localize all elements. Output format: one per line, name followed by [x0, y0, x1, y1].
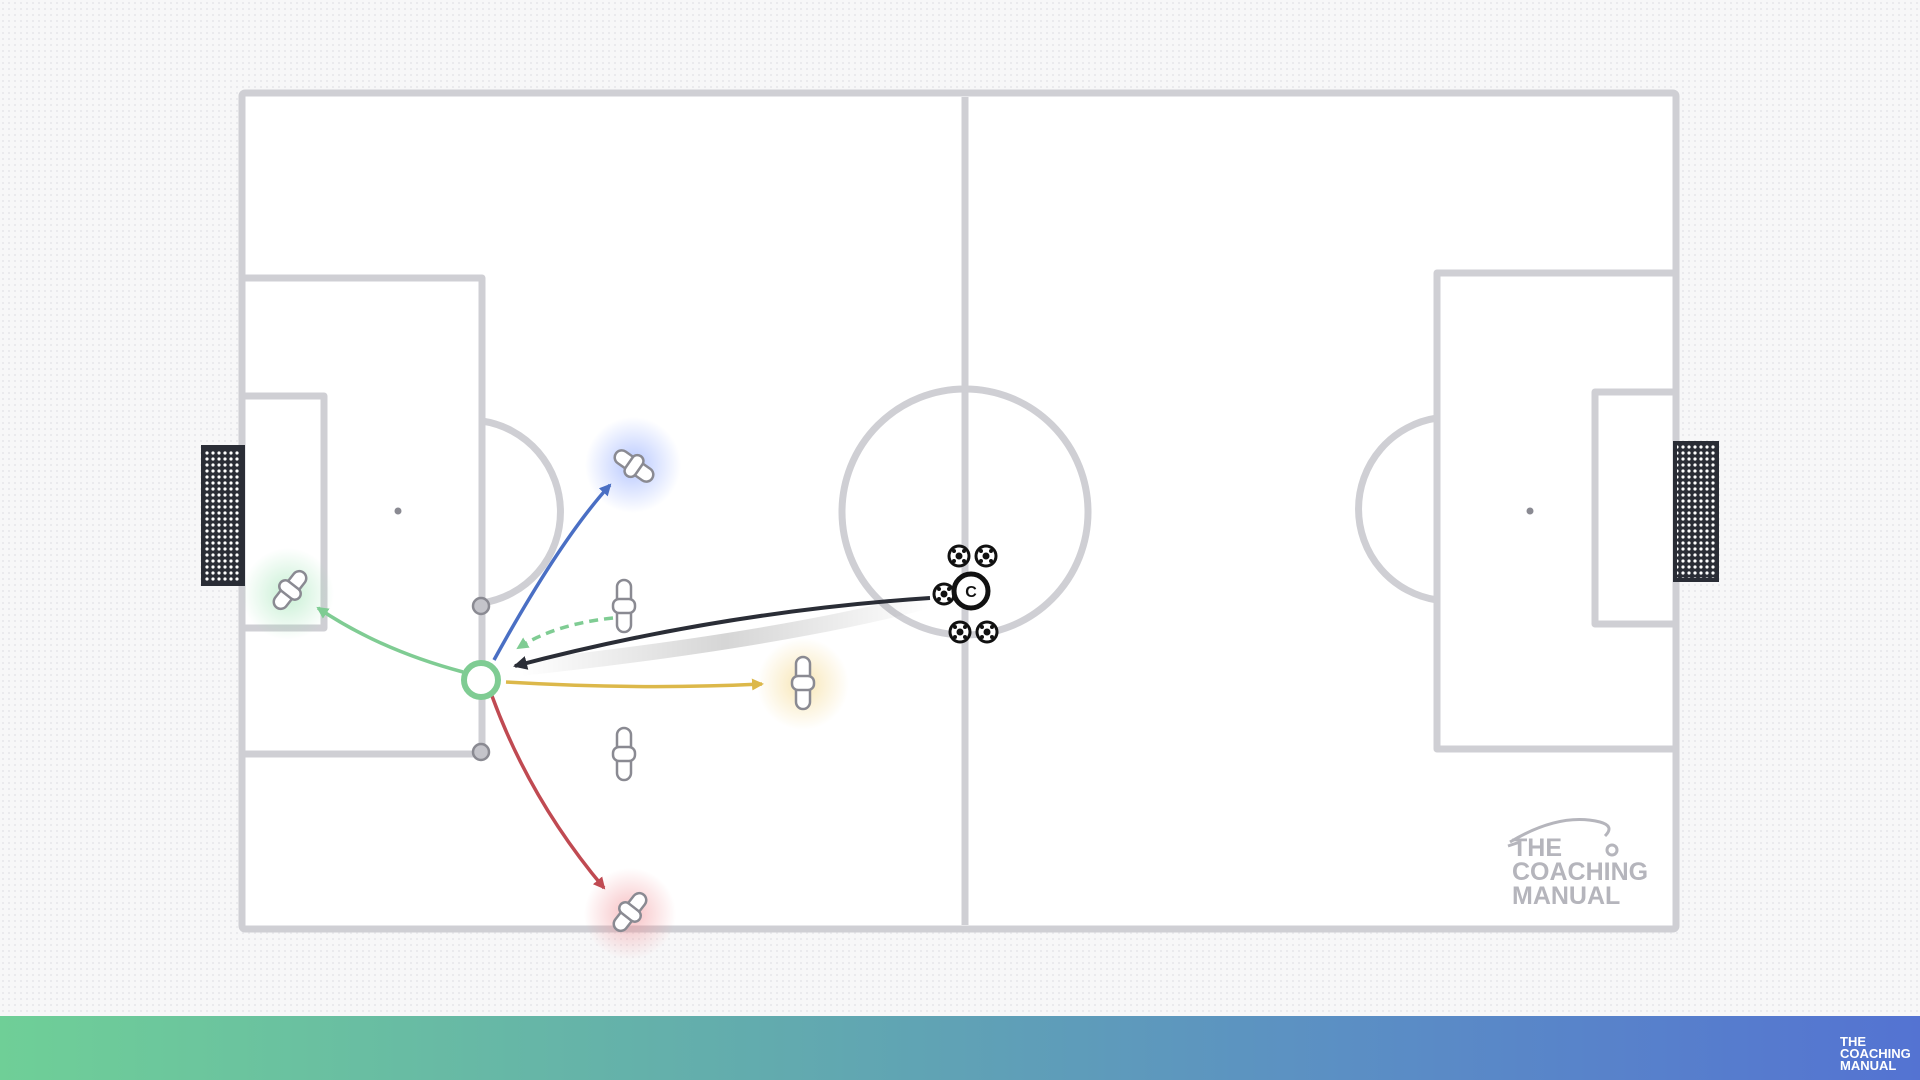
player-blue — [613, 449, 655, 483]
pass-arrow-green — [316, 606, 464, 674]
footer-gradient-bar: THE COACHING MANUAL — [0, 1016, 1920, 1080]
footer-logo-line-3: MANUAL — [1840, 1058, 1897, 1073]
ball — [932, 582, 956, 606]
pass-arrow-dark — [513, 596, 931, 670]
right-goal — [1673, 441, 1719, 582]
defender-top — [611, 578, 637, 634]
defender-bottom — [611, 726, 637, 782]
pass-arrow-red — [490, 695, 606, 890]
ball — [948, 620, 972, 644]
left-penalty-box — [245, 274, 486, 758]
pitch-surface — [242, 93, 1676, 929]
right-goal-box — [1591, 388, 1673, 628]
left-penalty-spot — [394, 507, 402, 515]
coach-marker: C — [951, 571, 991, 611]
right-penalty-spot — [1526, 507, 1534, 515]
brand-logo-line-3: MANUAL — [1512, 882, 1620, 910]
pass-arrow-blue — [492, 483, 612, 661]
footer-logo-line-1: THE — [1840, 1034, 1866, 1049]
left-penalty-arc — [481, 417, 564, 607]
player-green — [272, 569, 308, 611]
cone-top — [471, 596, 491, 616]
pass-arrow-yellow — [505, 678, 764, 691]
receiving-player — [461, 660, 501, 700]
cone-bottom — [471, 742, 491, 762]
ball — [947, 544, 971, 568]
brand-logo-line-2: COACHING — [1512, 858, 1648, 886]
right-penalty-arc — [1355, 414, 1438, 604]
footer-logo: THE COACHING MANUAL — [1830, 1024, 1911, 1076]
right-penalty-box — [1433, 269, 1673, 753]
coach-label: C — [965, 584, 977, 601]
brand-logo: THE COACHING MANUAL — [1507, 818, 1648, 910]
brand-logo-line-1: THE — [1512, 834, 1562, 862]
player-yellow — [790, 655, 816, 711]
left-goal — [201, 445, 245, 586]
footer-logo-line-2: COACHING — [1840, 1046, 1911, 1061]
ball — [974, 544, 998, 568]
ball — [975, 620, 999, 644]
pass-arrow-green-dashed — [516, 616, 614, 650]
player-red — [612, 891, 648, 933]
